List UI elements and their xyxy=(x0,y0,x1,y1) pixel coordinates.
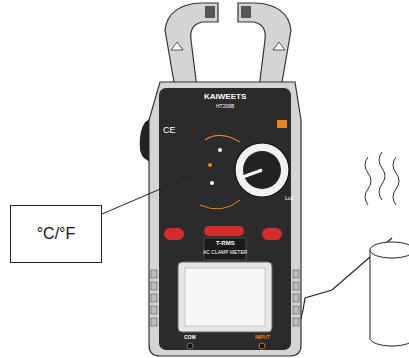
brand-name: KAIWEETS xyxy=(204,93,246,101)
range-label: LoZ xyxy=(285,196,294,201)
model-number: HT206B xyxy=(216,104,234,109)
trms-label: T-RMS xyxy=(216,240,235,246)
jack-label: INPUT xyxy=(255,335,270,340)
jack-label: COM xyxy=(184,335,196,340)
callout-text: °C/°F xyxy=(37,225,76,243)
ce-mark: CE xyxy=(163,126,176,135)
callout-box: °C/°F xyxy=(10,205,102,263)
product-label: AC CLAMP METER xyxy=(203,250,247,255)
